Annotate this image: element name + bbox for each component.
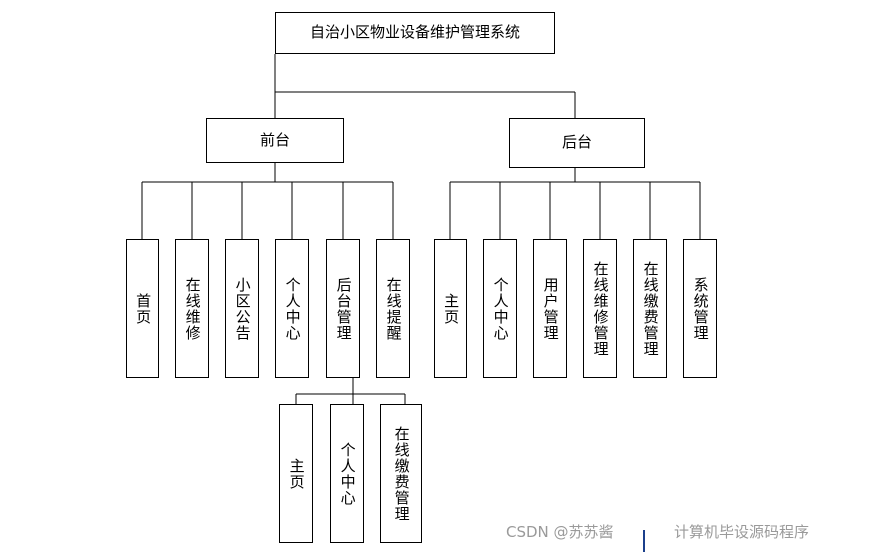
node-backend-user-management-label: 用户管理 bbox=[541, 276, 560, 341]
node-backend-online-repair-management-label: 在线维修管理 bbox=[591, 260, 610, 357]
node-backend: 后台 bbox=[509, 118, 645, 168]
node-backend-online-payment-management-label: 在线缴费管理 bbox=[641, 260, 660, 357]
node-frontend-personal-center-label: 个人中心 bbox=[283, 276, 302, 341]
node-backend-user-management: 用户管理 bbox=[533, 239, 567, 378]
node-backend-personal-center-label: 个人中心 bbox=[491, 276, 510, 341]
node-admin-home-label: 主页 bbox=[287, 457, 306, 490]
node-frontend-admin-management-label: 后台管理 bbox=[334, 276, 353, 341]
node-frontend: 前台 bbox=[206, 118, 344, 163]
node-frontend-online-reminder: 在线提醒 bbox=[376, 239, 410, 378]
node-backend-online-repair-management: 在线维修管理 bbox=[583, 239, 617, 378]
node-backend-home-label: 主页 bbox=[442, 292, 461, 325]
node-frontend-online-repair-label: 在线维修 bbox=[183, 276, 202, 341]
node-frontend-community-notice: 小区公告 bbox=[225, 239, 259, 378]
node-root-label: 自治小区物业设备维护管理系统 bbox=[309, 23, 520, 42]
node-admin-personal-center: 个人中心 bbox=[330, 404, 364, 543]
node-admin-online-payment-management: 在线缴费管理 bbox=[380, 404, 422, 543]
node-frontend-online-repair: 在线维修 bbox=[175, 239, 209, 378]
node-admin-personal-center-label: 个人中心 bbox=[338, 441, 357, 506]
node-frontend-admin-management: 后台管理 bbox=[326, 239, 360, 378]
node-frontend-community-notice-label: 小区公告 bbox=[233, 276, 252, 341]
node-backend-label: 后台 bbox=[561, 133, 592, 152]
node-backend-system-management: 系统管理 bbox=[683, 239, 717, 378]
node-backend-home: 主页 bbox=[434, 239, 467, 378]
node-backend-system-management-label: 系统管理 bbox=[691, 276, 710, 341]
node-admin-home: 主页 bbox=[279, 404, 313, 543]
text-cursor bbox=[643, 530, 645, 552]
node-frontend-label: 前台 bbox=[259, 130, 290, 149]
node-admin-online-payment-management-label: 在线缴费管理 bbox=[392, 425, 411, 522]
node-backend-online-payment-management: 在线缴费管理 bbox=[633, 239, 667, 378]
watermark-right: 计算机毕设源码程序 bbox=[674, 523, 810, 541]
node-frontend-home: 首页 bbox=[126, 239, 159, 378]
watermark-left: CSDN @苏苏酱 bbox=[506, 523, 614, 541]
node-backend-personal-center: 个人中心 bbox=[483, 239, 517, 378]
node-frontend-online-reminder-label: 在线提醒 bbox=[384, 276, 403, 341]
node-frontend-personal-center: 个人中心 bbox=[275, 239, 309, 378]
node-root: 自治小区物业设备维护管理系统 bbox=[275, 12, 555, 54]
node-frontend-home-label: 首页 bbox=[134, 292, 153, 325]
